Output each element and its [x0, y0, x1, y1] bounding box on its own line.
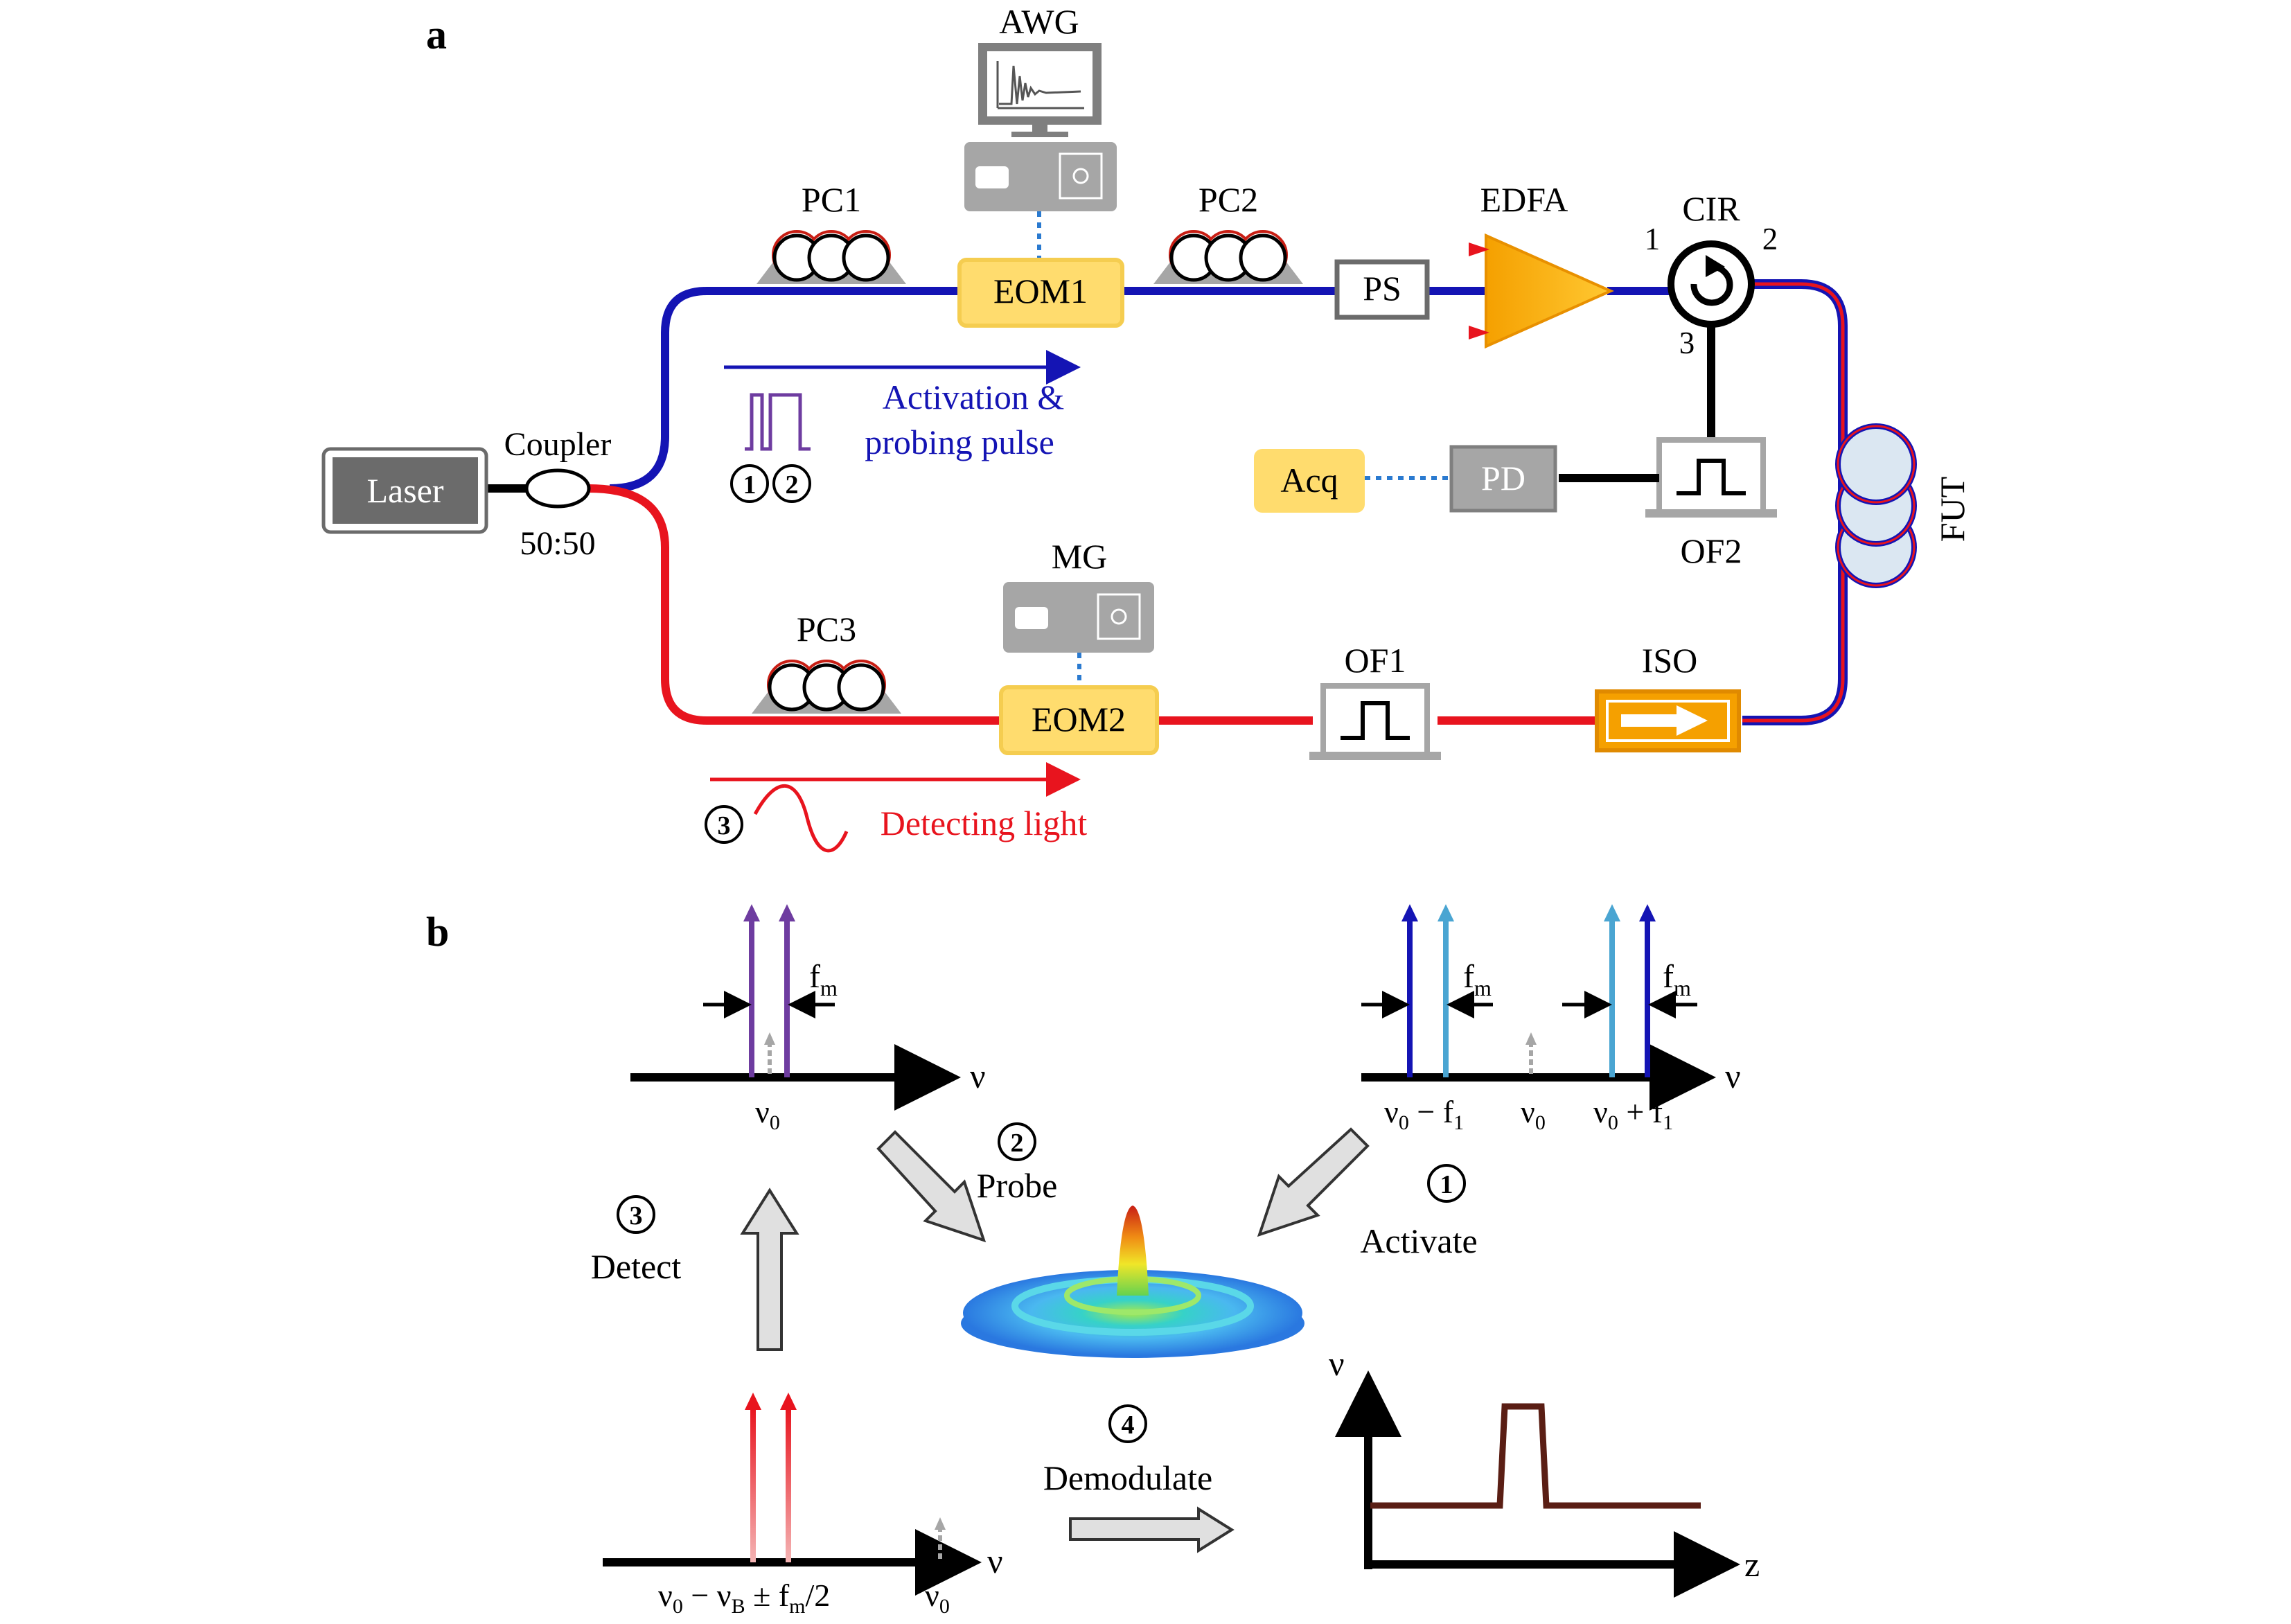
mg: MG — [1003, 537, 1154, 653]
panel-a-label: a — [426, 12, 447, 58]
of1-label: OF1 — [1345, 641, 1406, 680]
tr-left-label: ν0 − f1 — [1384, 1094, 1464, 1134]
cir-port1: 1 — [1645, 222, 1661, 256]
fut-label: FUT — [1933, 477, 1972, 542]
pulse-text-1: Activation & — [883, 378, 1064, 416]
tr-right-label: ν0 + f1 — [1593, 1094, 1673, 1134]
ps: PS — [1334, 259, 1430, 320]
circulator: CIR 1 2 3 — [1645, 189, 1778, 360]
pulse-text-2: probing pulse — [865, 423, 1054, 461]
pc3: PC3 — [752, 610, 901, 714]
awg-computer: AWG — [964, 2, 1117, 211]
pc3-label: PC3 — [797, 610, 856, 648]
pc2-label: PC2 — [1198, 180, 1258, 219]
nz-nu-axis: ν — [1329, 1344, 1345, 1383]
detect-text: Detecting light — [881, 804, 1088, 842]
tl-fm: fm — [809, 958, 838, 1000]
edfa-label: EDFA — [1480, 180, 1568, 219]
spectrum-bottom-left: ν ν0 − νB ± fm/2 ν0 — [603, 1393, 1003, 1618]
step4-label: Demodulate — [1043, 1458, 1212, 1497]
step3-label: Detect — [591, 1247, 682, 1286]
eom1: EOM1 — [957, 258, 1124, 328]
awg-label: AWG — [999, 2, 1079, 41]
pulse-num-2: 2 — [786, 470, 799, 500]
tr-fm-right: fm — [1663, 958, 1691, 1000]
bl-right-label: ν0 — [925, 1578, 950, 1618]
eom2-label: EOM2 — [1032, 700, 1126, 739]
pc1: PC1 — [757, 180, 906, 284]
blue-fiber — [609, 287, 1677, 493]
activate-step: 1 Activate — [1257, 1127, 1478, 1260]
detect-annotation: 3 Detecting light — [705, 762, 1088, 853]
step1-num: 1 — [1440, 1170, 1453, 1199]
pc2: PC2 — [1153, 180, 1303, 284]
tr-mid-label: ν0 — [1521, 1094, 1546, 1134]
demodulate-step: 4 Demodulate — [1043, 1404, 1235, 1553]
pulse-num-1: 1 — [743, 470, 757, 500]
mg-label: MG — [1052, 537, 1108, 576]
detect-step: 3 Detect — [591, 1188, 799, 1351]
laser-label: Laser — [366, 471, 443, 510]
red-fiber — [588, 484, 1597, 725]
step1-label: Activate — [1360, 1221, 1477, 1260]
step4-num: 4 — [1122, 1411, 1135, 1440]
tl-nu-axis: ν — [970, 1057, 986, 1095]
pulse-annotation: Activation & probing pulse 1 2 — [724, 350, 1081, 503]
spectrum-top-left: ν fm ν0 — [630, 904, 986, 1134]
coupler: Coupler 50:50 — [504, 426, 612, 562]
spectrum-top-right: ν fm fm ν0 − f1 ν0 ν0 + f1 — [1361, 904, 1741, 1134]
probe-step: 2 Probe — [876, 1122, 1058, 1243]
acq: Acq — [1254, 449, 1365, 513]
pd-label: PD — [1481, 459, 1525, 497]
detect-num: 3 — [718, 811, 731, 840]
cir-port2: 2 — [1762, 222, 1778, 256]
coupler-label: Coupler — [504, 426, 612, 463]
cir-port3: 3 — [1679, 326, 1695, 360]
step3-num: 3 — [630, 1201, 643, 1230]
tr-nu-axis: ν — [1725, 1057, 1741, 1095]
eom2: EOM2 — [999, 685, 1159, 755]
of2-label: OF2 — [1681, 531, 1742, 570]
pd: PD — [1449, 445, 1557, 513]
edfa: EDFA — [1469, 180, 1614, 349]
cir-label: CIR — [1682, 189, 1740, 228]
nz-z-axis: z — [1744, 1545, 1760, 1584]
eom1-label: EOM1 — [993, 272, 1088, 310]
center-3d-plot — [961, 1206, 1304, 1358]
step2-num: 2 — [1011, 1129, 1024, 1158]
laser: Laser — [321, 447, 488, 534]
coupler-ratio: 50:50 — [520, 525, 595, 562]
step2-label: Probe — [977, 1166, 1058, 1205]
ps-label: PS — [1363, 269, 1401, 308]
bl-nu-axis: ν — [987, 1542, 1003, 1580]
panel-b-label: b — [426, 909, 449, 955]
of2: OF2 — [1645, 437, 1777, 570]
fut-coil: FUT — [1835, 423, 1972, 588]
of1: OF1 — [1309, 641, 1441, 760]
tl-nu0: ν0 — [755, 1094, 780, 1134]
acq-label: Acq — [1280, 461, 1338, 500]
pc1-label: PC1 — [802, 180, 861, 219]
iso: ISO — [1595, 641, 1741, 752]
iso-label: ISO — [1642, 641, 1698, 680]
bl-left-label: ν0 − νB ± fm/2 — [658, 1578, 830, 1618]
tr-fm-left: fm — [1463, 958, 1492, 1000]
nu-z-plot: ν z — [1329, 1344, 1760, 1598]
